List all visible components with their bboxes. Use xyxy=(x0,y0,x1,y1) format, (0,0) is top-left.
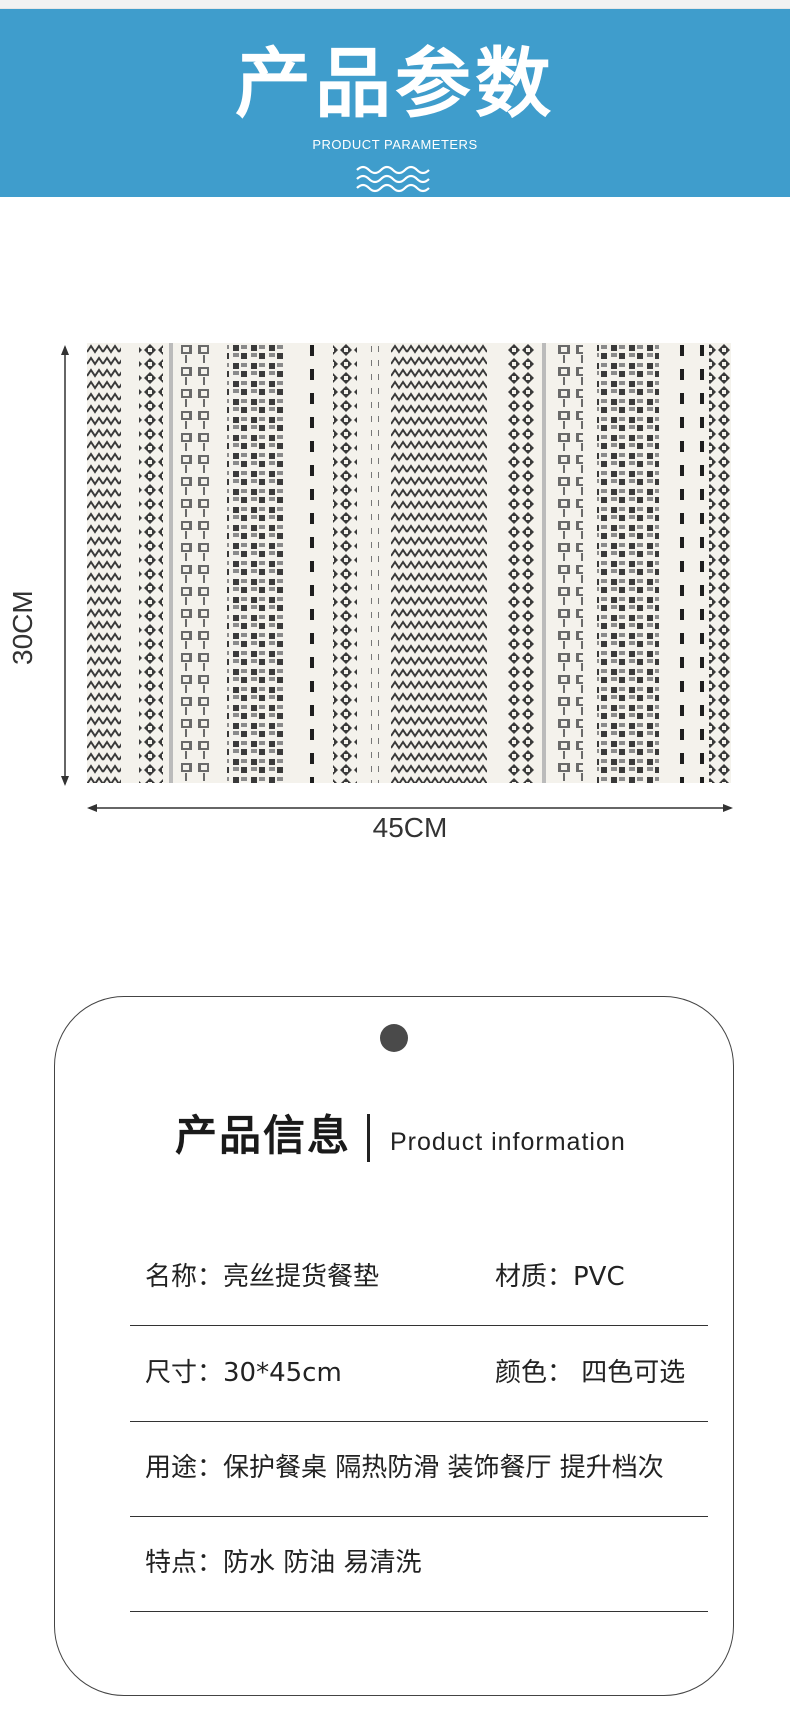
info-row: 尺寸：30*45cm 颜色： 四色可选 xyxy=(130,1326,708,1422)
product-info-card xyxy=(54,996,734,1696)
wave-icon xyxy=(356,165,430,193)
top-strip xyxy=(0,0,790,8)
header-banner: 产品参数 PRODUCT PARAMETERS xyxy=(0,8,790,197)
row-divider xyxy=(130,1324,708,1326)
hang-hole-icon xyxy=(380,1024,408,1052)
title-divider xyxy=(367,1114,370,1162)
row-divider xyxy=(130,1515,708,1517)
row-divider xyxy=(130,1420,708,1422)
info-row-right: 材质：PVC xyxy=(495,1262,625,1292)
page-title: 产品参数 xyxy=(235,39,555,128)
page-subtitle: PRODUCT PARAMETERS xyxy=(312,137,478,152)
info-title: 产品信息 xyxy=(175,1111,352,1160)
info-row-left: 尺寸：30*45cm xyxy=(145,1358,342,1388)
height-dimension-arrow xyxy=(61,345,69,786)
info-row-left: 名称：亮丝提货餐垫 xyxy=(145,1262,380,1292)
info-subtitle: Product information xyxy=(390,1128,626,1156)
info-row: 特点：防水 防油 易清洗 xyxy=(130,1516,708,1612)
row-divider xyxy=(130,1610,708,1612)
width-label: 45CM xyxy=(372,812,448,843)
info-row-left: 用途：保护餐桌 隔热防滑 装饰餐厅 提升档次 xyxy=(145,1453,664,1483)
height-label: 30CM xyxy=(7,590,38,665)
placemat-image xyxy=(87,343,731,783)
info-row-right: 颜色： 四色可选 xyxy=(495,1358,686,1388)
info-row-left: 特点：防水 防油 易清洗 xyxy=(145,1548,422,1578)
info-row: 名称：亮丝提货餐垫 材质：PVC xyxy=(130,1230,708,1326)
width-dimension-arrow xyxy=(87,804,733,812)
info-row: 用途：保护餐桌 隔热防滑 装饰餐厅 提升档次 xyxy=(130,1421,708,1517)
